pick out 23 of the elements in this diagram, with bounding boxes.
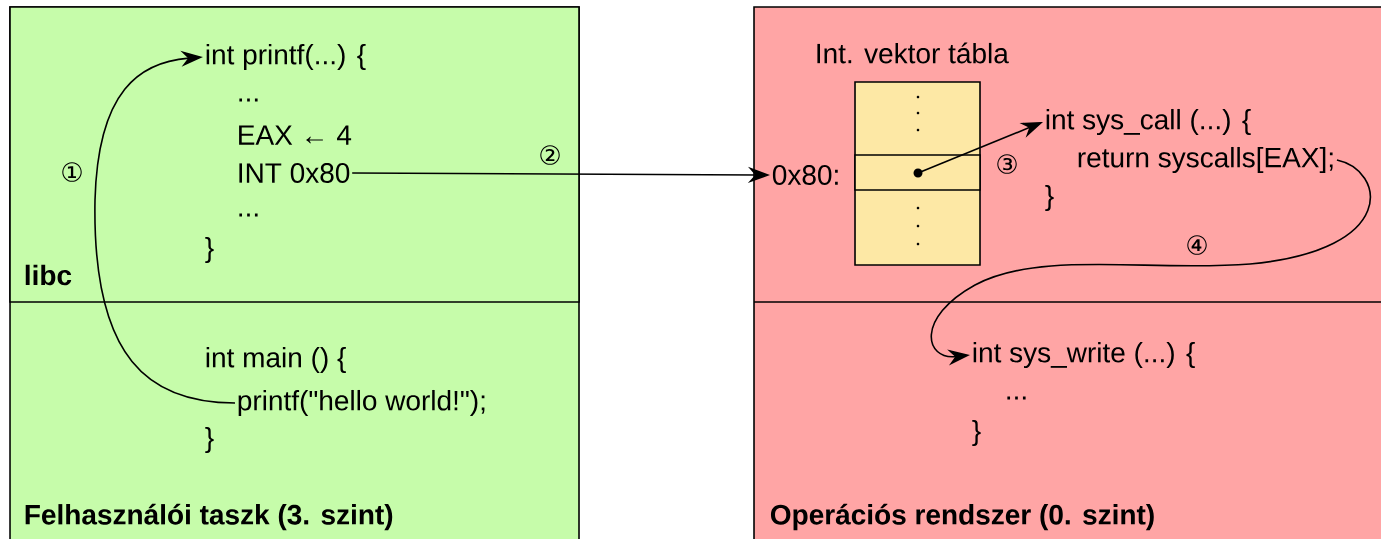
step-number: ① — [59, 161, 85, 183]
address-label: 0x80: — [772, 165, 838, 185]
code-line: ... — [239, 98, 258, 102]
code-line: int sys_write (...) { — [973, 341, 1195, 369]
code-line: int main () { — [206, 346, 346, 374]
table-row — [854, 154, 981, 191]
code-line: } — [205, 236, 214, 264]
code-line: ... — [1007, 396, 1026, 400]
step-number: ④ — [1184, 234, 1210, 256]
code-line: EAX ← 4 — [239, 125, 352, 145]
code-line: return syscalls[EAX]; — [1078, 146, 1333, 174]
code-line: int printf(...) { — [206, 43, 366, 71]
code-line: INT 0x80 — [239, 163, 350, 183]
code-line: printf("hello world!"); — [238, 389, 485, 417]
code-line: } — [205, 426, 214, 454]
node-label: Int. vektor tábla — [817, 42, 1009, 64]
code-line: ... — [239, 213, 258, 217]
code-line: } — [972, 419, 981, 447]
code-line: int sys_call (...) { — [1046, 108, 1251, 136]
code-line: } — [1045, 184, 1054, 212]
arrow — [94, 50, 236, 404]
step-number: ② — [537, 144, 563, 166]
step-number: ③ — [994, 153, 1020, 175]
